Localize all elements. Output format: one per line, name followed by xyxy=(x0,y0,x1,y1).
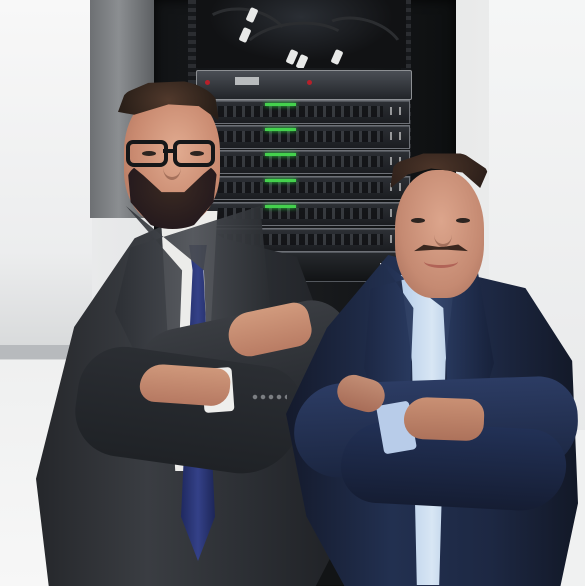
server-unit xyxy=(200,150,410,174)
cable xyxy=(307,6,406,68)
red-status-light xyxy=(307,80,312,85)
glasses-icon xyxy=(126,139,215,167)
hand xyxy=(403,396,485,442)
server-unit xyxy=(200,176,410,200)
green-status-light xyxy=(265,179,296,182)
nose xyxy=(434,222,452,247)
server-unit xyxy=(200,100,410,124)
glasses-bridge xyxy=(163,149,175,153)
green-status-light xyxy=(265,205,296,208)
green-status-light xyxy=(265,128,296,131)
server-unit-top xyxy=(196,70,412,100)
hand xyxy=(138,362,232,408)
man-with-moustache xyxy=(286,150,580,586)
glasses-lens xyxy=(173,140,215,167)
glasses-lens xyxy=(126,140,168,167)
nose xyxy=(163,155,181,180)
cable-bundle xyxy=(196,0,406,68)
eye xyxy=(190,151,204,156)
green-status-light xyxy=(265,153,296,156)
eye xyxy=(411,218,425,223)
sleeve-buttons xyxy=(251,393,287,401)
red-status-light xyxy=(205,80,210,85)
left-wall xyxy=(0,0,92,360)
eye xyxy=(142,151,156,156)
green-status-light xyxy=(265,103,296,106)
smile xyxy=(424,255,458,268)
server-unit xyxy=(200,125,410,149)
server-display xyxy=(235,77,259,85)
eye xyxy=(456,218,470,223)
moustache xyxy=(414,244,468,252)
